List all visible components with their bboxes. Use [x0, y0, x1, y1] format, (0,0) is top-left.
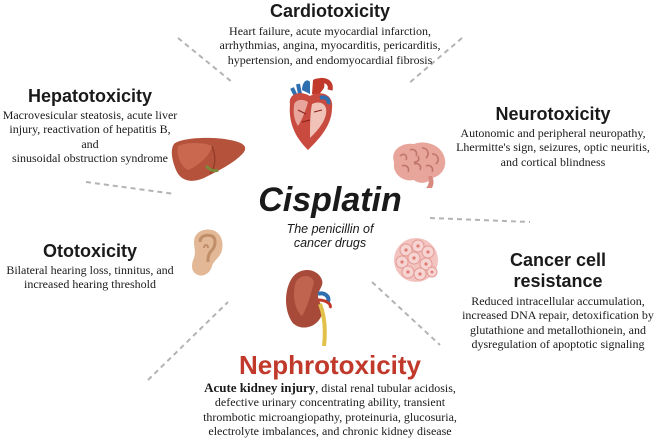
nephrotoxicity-line-3: thrombotic microangiopathy, proteinuria,… — [203, 409, 457, 424]
connector-mid-left — [85, 181, 176, 195]
center-subtitle-line-2: cancer drugs — [293, 236, 367, 250]
cardiotoxicity-line-3: hypertension, and endomyocardial fibrosi… — [227, 52, 433, 67]
nephrotoxicity-aki-bold: Acute kidney injury — [204, 380, 316, 395]
connector-mid-right — [429, 217, 531, 223]
resistance-block: Cancer cell resistance Reduced intracell… — [458, 250, 658, 351]
hepatotoxicity-block: Hepatotoxicity Macrovesicular steatosis,… — [0, 85, 180, 165]
cardiotoxicity-block: Cardiotoxicity Heart failure, acute myoc… — [180, 0, 480, 67]
hepatotoxicity-line-1: Macrovesicular steatosis, acute liver — [2, 108, 178, 122]
resistance-heading-line-1: Cancer cell — [509, 250, 607, 270]
resistance-line-2: increased DNA repair, detoxification by — [462, 308, 654, 323]
resistance-line-1: Reduced intracellular accumulation, — [471, 294, 645, 308]
liver-icon — [171, 137, 246, 181]
hepatotoxicity-heading: Hepatotoxicity — [27, 86, 153, 106]
center-title: Cisplatin — [258, 181, 402, 219]
cardiotoxicity-heading: Cardiotoxicity — [269, 1, 391, 21]
nephrotoxicity-block: Nephrotoxicity Acute kidney injury, dist… — [160, 350, 500, 438]
hepatotoxicity-line-2: injury, reactivation of hepatitis B, and — [9, 122, 171, 151]
connector-bottom-left — [147, 301, 229, 381]
resistance-heading-line-2: resistance — [513, 271, 603, 291]
resistance-line-4: dysregulation of apoptotic signaling — [471, 336, 645, 351]
connector-bottom-right — [371, 281, 441, 346]
cancer-cell-cluster-icon — [394, 238, 438, 282]
connector-top-left — [177, 37, 233, 83]
brain-icon — [393, 142, 446, 188]
ototoxicity-line-2: increased hearing threshold — [24, 277, 156, 292]
neurotoxicity-line-3: and cortical blindness — [500, 154, 606, 169]
kidney-icon — [286, 269, 332, 346]
connector-top-right — [407, 37, 463, 85]
neurotoxicity-block: Neurotoxicity Autonomic and peripheral n… — [448, 103, 658, 169]
nephrotoxicity-line-1-rest: , distal renal tubular acidosis, — [315, 381, 456, 395]
neurotoxicity-heading: Neurotoxicity — [495, 104, 611, 124]
ear-icon — [192, 229, 223, 276]
center-subtitle-line-1: The penicillin of — [286, 222, 374, 236]
neurotoxicity-line-1: Autonomic and peripheral neuropathy, — [460, 126, 646, 140]
resistance-line-3: glutathione and metallothionein, and — [470, 322, 646, 337]
nephrotoxicity-line-2: defective urinary concentrating ability,… — [214, 395, 446, 410]
ototoxicity-line-1: Bilateral hearing loss, tinnitus, and — [6, 263, 174, 277]
heart-icon — [289, 77, 333, 150]
nephrotoxicity-line-4: electrolyte imbalances, and chronic kidn… — [208, 423, 452, 438]
nephrotoxicity-line-1: Acute kidney injury, distal renal tubula… — [160, 380, 500, 395]
nephrotoxicity-heading: Nephrotoxicity — [238, 350, 422, 380]
center-block: Cisplatin The penicillin of cancer drugs — [230, 180, 430, 250]
ototoxicity-heading: Ototoxicity — [42, 241, 137, 261]
ototoxicity-block: Ototoxicity Bilateral hearing loss, tinn… — [5, 240, 175, 292]
hepatotoxicity-line-3: sinusoidal obstruction syndrome — [12, 150, 168, 165]
cardiotoxicity-line-2: arrhythmias, angina, myocarditis, perica… — [219, 38, 441, 53]
cardiotoxicity-line-1: Heart failure, acute myocardial infarcti… — [229, 24, 431, 38]
neurotoxicity-line-2: Lhermitte's sign, seizures, optic neurit… — [456, 140, 650, 155]
